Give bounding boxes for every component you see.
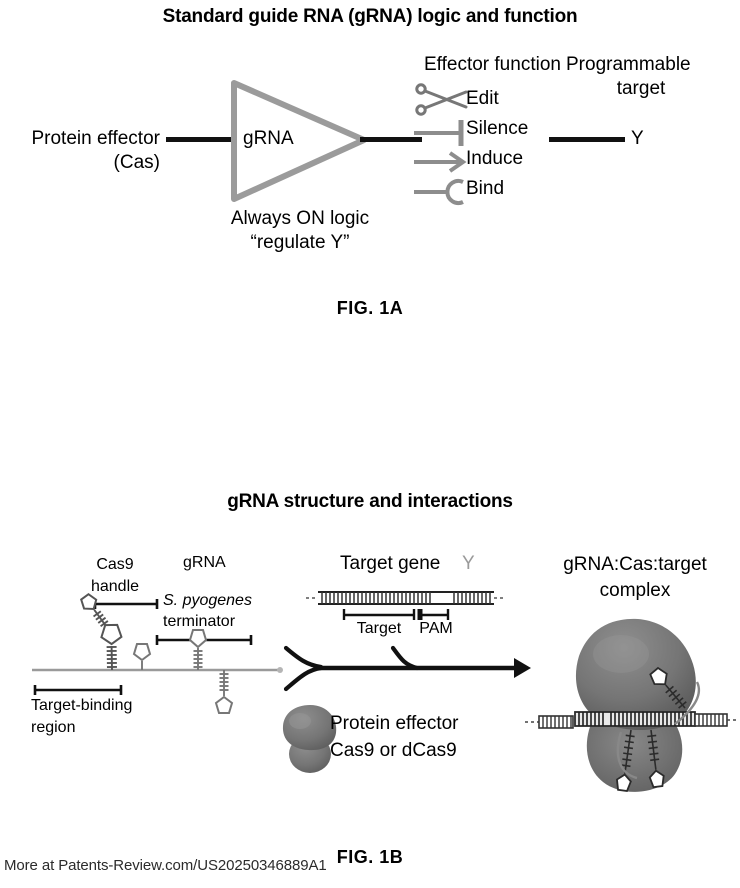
gate-caption-line1: Always ON logic	[230, 208, 370, 229]
protein-effector-label-line2: Cas9 or dCas9	[330, 740, 457, 761]
target-binding-region-bracket	[33, 684, 123, 696]
grna-label: gRNA	[183, 554, 226, 571]
effector-function-label-silence: Silence	[466, 118, 529, 139]
target-bracket	[342, 609, 416, 621]
complex-label-line1: gRNA:Cas:target	[563, 554, 707, 575]
target-wire	[549, 137, 625, 142]
site-watermark: More at Patents-Review.com/US20250346889…	[4, 857, 327, 874]
protein-effector-input-label-line2: (Cas)	[113, 152, 160, 173]
grna-strand-diagram	[28, 592, 298, 714]
cas9-handle-label-line1: Cas9	[96, 556, 134, 573]
target-gene-heading: Target gene	[340, 553, 441, 574]
pam-bracket-label: PAM	[419, 620, 453, 637]
scissors-icon	[414, 83, 470, 116]
programmable-target-heading-line1: Programmable	[566, 54, 691, 75]
target-gene-y-symbol: Y	[462, 553, 475, 574]
terminator-label: terminator	[163, 613, 236, 630]
protein-effector-input-label-line1: Protein effector	[31, 128, 160, 149]
input-wire	[166, 137, 232, 142]
arrow-icon	[414, 148, 470, 176]
target-gene-dna-duplex	[306, 586, 506, 610]
figure-1b-label: FIG. 1B	[336, 847, 404, 867]
gate-output-wire	[360, 137, 422, 142]
reaction-arrow	[281, 645, 535, 695]
t-bar-icon	[414, 118, 470, 148]
effector-function-heading: Effector function	[424, 54, 561, 75]
grna-cas-target-complex-illustration	[525, 608, 740, 813]
grna-gate-label: gRNA	[243, 128, 294, 149]
target-binding-region-label-line1: Target-binding	[31, 697, 133, 714]
figure-1b-title: gRNA structure and interactions	[227, 491, 513, 512]
pam-bracket	[417, 609, 451, 621]
cas9-handle-label-line2: handle	[90, 578, 140, 595]
c-hook-icon	[414, 178, 470, 206]
protein-effector-blob	[270, 697, 350, 775]
effector-function-label-bind: Bind	[466, 178, 505, 199]
gate-caption-line2: “regulate Y”	[250, 232, 350, 253]
programmable-target-heading-line2: target	[616, 78, 666, 99]
target-binding-region-label-line2: region	[31, 719, 76, 736]
figure-1a-title: Standard guide RNA (gRNA) logic and func…	[162, 6, 578, 27]
s-pyogenes-species-label: S. pyogenes	[163, 592, 252, 609]
target-bracket-label: Target	[356, 620, 402, 637]
complex-label-line2: complex	[599, 580, 671, 601]
target-symbol-y: Y	[631, 128, 644, 149]
effector-function-label-induce: Induce	[466, 148, 524, 169]
grna-logic-gate	[228, 78, 372, 204]
protein-effector-label-line1: Protein effector	[330, 713, 459, 734]
effector-function-label-edit: Edit	[466, 88, 499, 109]
figure-1a-label: FIG. 1A	[336, 298, 404, 318]
